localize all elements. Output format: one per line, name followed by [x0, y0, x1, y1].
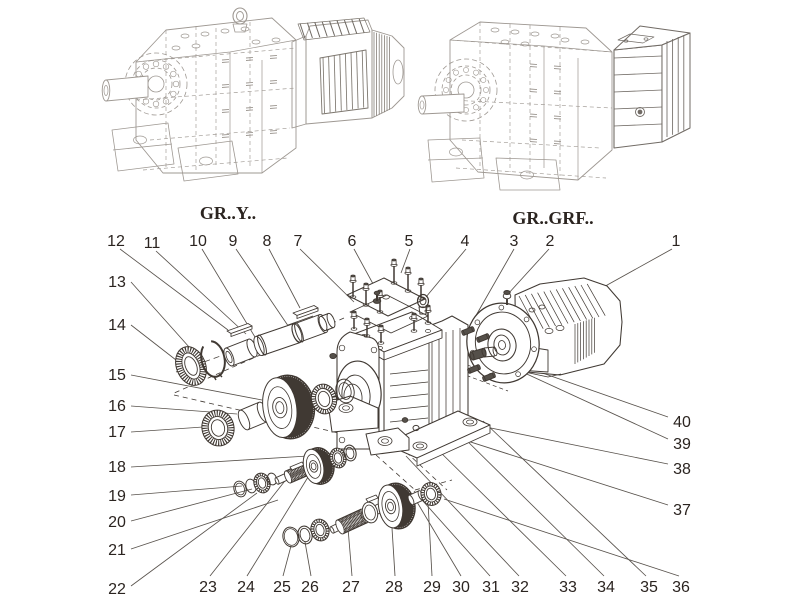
svg-text:30: 30 [452, 579, 470, 596]
svg-text:17: 17 [108, 424, 126, 441]
svg-text:25: 25 [273, 579, 291, 596]
svg-text:37: 37 [673, 502, 691, 519]
svg-text:29: 29 [423, 579, 441, 596]
svg-text:18: 18 [108, 459, 126, 476]
svg-text:GR..GRF..: GR..GRF.. [512, 208, 593, 228]
svg-text:9: 9 [229, 233, 238, 250]
svg-text:38: 38 [673, 461, 691, 478]
svg-text:40: 40 [673, 414, 691, 431]
svg-text:7: 7 [294, 233, 303, 250]
svg-text:4: 4 [461, 233, 470, 250]
svg-text:28: 28 [385, 579, 403, 596]
svg-text:27: 27 [342, 579, 360, 596]
svg-text:11: 11 [144, 235, 161, 252]
svg-text:26: 26 [301, 579, 319, 596]
svg-text:24: 24 [237, 579, 255, 596]
svg-text:5: 5 [405, 233, 414, 250]
svg-text:1: 1 [672, 233, 681, 250]
svg-text:33: 33 [559, 579, 577, 596]
svg-text:6: 6 [348, 233, 357, 250]
svg-text:8: 8 [263, 233, 272, 250]
svg-text:23: 23 [199, 579, 217, 596]
svg-text:GR..Y..: GR..Y.. [200, 203, 256, 223]
svg-text:2: 2 [546, 233, 555, 250]
svg-text:31: 31 [482, 579, 500, 596]
svg-text:20: 20 [108, 514, 126, 531]
svg-text:35: 35 [640, 579, 658, 596]
svg-text:10: 10 [189, 233, 207, 250]
svg-text:21: 21 [108, 542, 126, 559]
svg-text:19: 19 [108, 488, 126, 505]
svg-text:14: 14 [108, 317, 126, 334]
svg-text:32: 32 [511, 579, 529, 596]
svg-text:34: 34 [597, 579, 615, 596]
svg-text:12: 12 [107, 233, 125, 250]
svg-text:36: 36 [672, 579, 690, 596]
svg-text:15: 15 [108, 367, 126, 384]
svg-text:3: 3 [510, 233, 519, 250]
svg-text:22: 22 [108, 581, 126, 598]
svg-text:13: 13 [108, 274, 126, 291]
svg-text:16: 16 [108, 398, 126, 415]
svg-text:39: 39 [673, 436, 691, 453]
